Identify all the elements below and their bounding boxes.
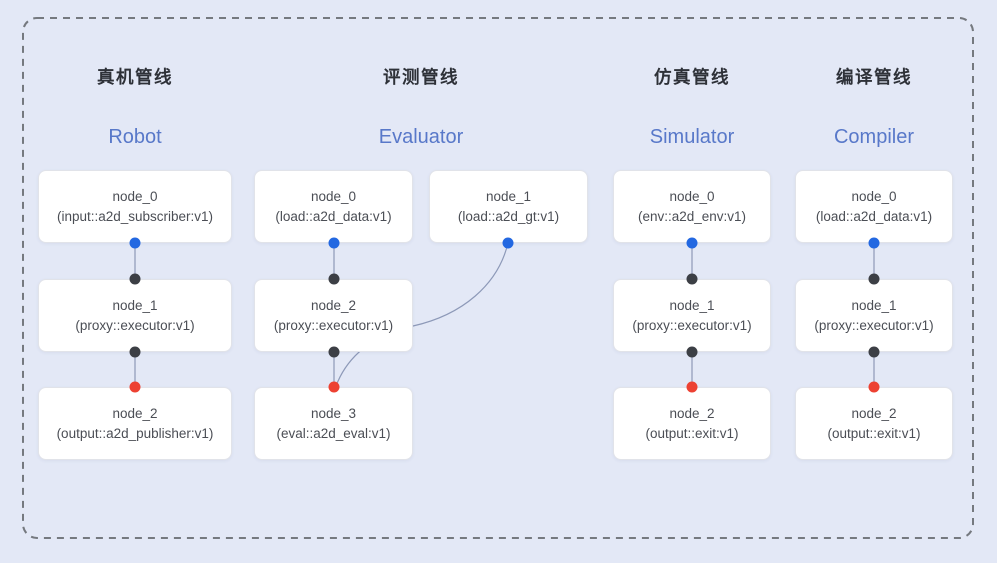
pipeline-title-en-simulator: Simulator bbox=[649, 126, 735, 148]
node-detail: (proxy::executor:v1) bbox=[75, 318, 195, 333]
pipeline-title-zh-robot: 真机管线 bbox=[97, 67, 173, 87]
evaluator-node-0-card: node_0 (load::a2d_data:v1) bbox=[254, 170, 413, 243]
compiler-node-1-card: node_1 (proxy::executor:v1) bbox=[795, 279, 953, 352]
node-detail: (output::exit:v1) bbox=[827, 426, 921, 441]
node-detail: (proxy::executor:v1) bbox=[273, 318, 394, 333]
node-name: node_2 bbox=[112, 406, 158, 421]
node-detail: (proxy::executor:v1) bbox=[632, 318, 752, 333]
simulator-node-0-card: node_0 (env::a2d_env:v1) bbox=[613, 170, 771, 243]
robot-node-0-card: node_0 (input::a2d_subscriber:v1) bbox=[38, 170, 232, 243]
node-name: node_2 bbox=[310, 298, 357, 313]
node-detail: (load::a2d_data:v1) bbox=[275, 209, 392, 224]
evaluator-node-3-card: node_3 (eval::a2d_eval:v1) bbox=[254, 387, 413, 460]
node-detail: (input::a2d_subscriber:v1) bbox=[56, 209, 214, 224]
robot-node-1-card: node_1 (proxy::executor:v1) bbox=[38, 279, 232, 352]
node-detail: (output::exit:v1) bbox=[645, 426, 739, 441]
node-detail: (proxy::executor:v1) bbox=[814, 318, 934, 333]
node-name: node_0 bbox=[112, 189, 158, 204]
evaluator-node-2-card: node_2 (proxy::executor:v1) bbox=[254, 279, 413, 352]
pipeline-title-zh-evaluator: 评测管线 bbox=[383, 67, 459, 87]
simulator-node-1-card: node_1 (proxy::executor:v1) bbox=[613, 279, 771, 352]
node-detail: (eval::a2d_eval:v1) bbox=[276, 426, 391, 441]
node-name: node_0 bbox=[669, 189, 715, 204]
pipeline-title-zh-compiler: 编译管线 bbox=[836, 67, 912, 87]
pipeline-title-en-robot: Robot bbox=[108, 126, 162, 148]
node-detail: (load::a2d_data:v1) bbox=[815, 209, 933, 224]
node-name: node_2 bbox=[851, 406, 897, 421]
node-name: node_0 bbox=[310, 189, 357, 204]
compiler-node-0-card: node_0 (load::a2d_data:v1) bbox=[795, 170, 953, 243]
simulator-node-2-card: node_2 (output::exit:v1) bbox=[613, 387, 771, 460]
node-name: node_1 bbox=[669, 298, 715, 313]
node-name: node_3 bbox=[310, 406, 357, 421]
node-detail: (output::a2d_publisher:v1) bbox=[56, 426, 214, 441]
node-detail: (env::a2d_env:v1) bbox=[637, 209, 747, 224]
node-detail: (load::a2d_gt:v1) bbox=[457, 209, 560, 224]
node-name: node_1 bbox=[485, 189, 532, 204]
pipeline-title-en-compiler: Compiler bbox=[833, 126, 915, 148]
node-name: node_1 bbox=[851, 298, 897, 313]
node-name: node_2 bbox=[669, 406, 715, 421]
evaluator-node-1-card: node_1 (load::a2d_gt:v1) bbox=[429, 170, 588, 243]
dashed-frame bbox=[22, 17, 974, 539]
node-name: node_0 bbox=[851, 189, 897, 204]
pipeline-title-en-evaluator: Evaluator bbox=[378, 126, 464, 148]
pipeline-title-zh-simulator: 仿真管线 bbox=[654, 67, 730, 87]
robot-node-2-card: node_2 (output::a2d_publisher:v1) bbox=[38, 387, 232, 460]
edge-evaluator-node1-node3-curved bbox=[335, 242, 509, 387]
node-name: node_1 bbox=[112, 298, 158, 313]
compiler-node-2-card: node_2 (output::exit:v1) bbox=[795, 387, 953, 460]
